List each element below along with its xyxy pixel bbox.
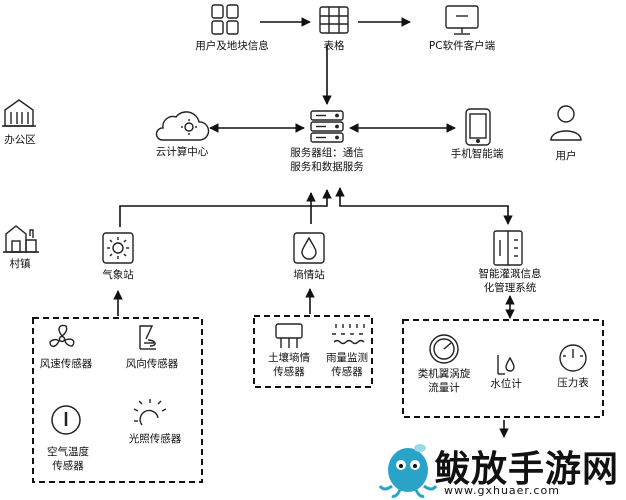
table-icon: [319, 6, 349, 34]
arrow-server-irrigation: [335, 187, 513, 225]
wind-direction-icon: [139, 325, 156, 350]
irrigation-device-group: [402, 319, 604, 418]
label-user-land-info: 用户及地块信息: [195, 40, 269, 52]
label-flow-line2: 流量计: [428, 382, 460, 394]
pressure-gauge-icon: [559, 344, 587, 372]
soil-sensor-group: [253, 315, 373, 388]
label-irrigation-line1: 智能灌溉信息: [478, 268, 542, 280]
label-water-level: 水位计: [490, 378, 522, 390]
label-flow-line1: 类机翼涡旋: [417, 368, 471, 380]
label-office: 办公区: [4, 134, 36, 146]
watermark-text: 鲅放手游网: [434, 449, 620, 490]
user-land-info-icon: [211, 4, 239, 35]
weather-station-icon: [102, 232, 134, 264]
office-building-icon: [2, 99, 36, 127]
label-pc-client: PC软件客户端: [428, 40, 496, 52]
thermometer-gauge-icon: [51, 405, 81, 435]
label-rain-line1: 雨量监测: [326, 352, 368, 364]
soil-sensor-icon: [275, 323, 303, 348]
label-server-line1: 服务器组：通信: [290, 147, 364, 159]
flow-meter-icon: [429, 334, 459, 364]
weather-sensor-group: [32, 317, 203, 483]
label-pressure: 压力表: [557, 377, 589, 389]
monitor-icon: [445, 5, 479, 35]
label-server-line2: 服务和数据服务: [290, 161, 364, 173]
label-cloud: 云计算中心: [155, 146, 209, 158]
label-air-temp-line2: 传感器: [52, 460, 84, 472]
label-weather-station: 气象站: [102, 269, 134, 281]
watermark-url: www.gxhuaer.com: [444, 484, 560, 497]
soil-station-icon: [293, 232, 325, 264]
rain-gauge-icon: [332, 324, 365, 345]
label-irrigation-line2: 化管理系统: [483, 282, 537, 294]
label-rain-line2: 传感器: [331, 366, 363, 378]
label-soil-line1: 土壤墒情: [268, 352, 310, 364]
mobile-icon: [465, 108, 491, 146]
label-soil-line2: 传感器: [273, 366, 305, 378]
cloud-icon: [155, 111, 210, 141]
arrow-weather-to-server: [119, 189, 332, 213]
user-icon: [550, 105, 582, 141]
light-sun-icon: [133, 399, 167, 426]
label-village: 村镇: [9, 258, 31, 270]
irrigation-system-icon: [493, 230, 523, 266]
label-light: 光照传感器: [128, 433, 182, 445]
label-soil-station: 墒情站: [293, 269, 325, 281]
label-wind-dir: 风向传感器: [125, 358, 179, 370]
water-level-icon: [497, 355, 515, 375]
fan-icon: [49, 324, 75, 348]
label-wind-speed: 风速传感器: [39, 358, 93, 370]
label-user: 用户: [555, 150, 577, 162]
label-air-temp-line1: 空气温度: [47, 446, 89, 458]
server-icon: [310, 110, 344, 143]
label-mobile: 手机智能端: [450, 148, 504, 160]
village-house-icon: [3, 225, 39, 253]
watermark-mascot-icon: [378, 444, 438, 498]
label-table: 表格: [323, 40, 345, 52]
